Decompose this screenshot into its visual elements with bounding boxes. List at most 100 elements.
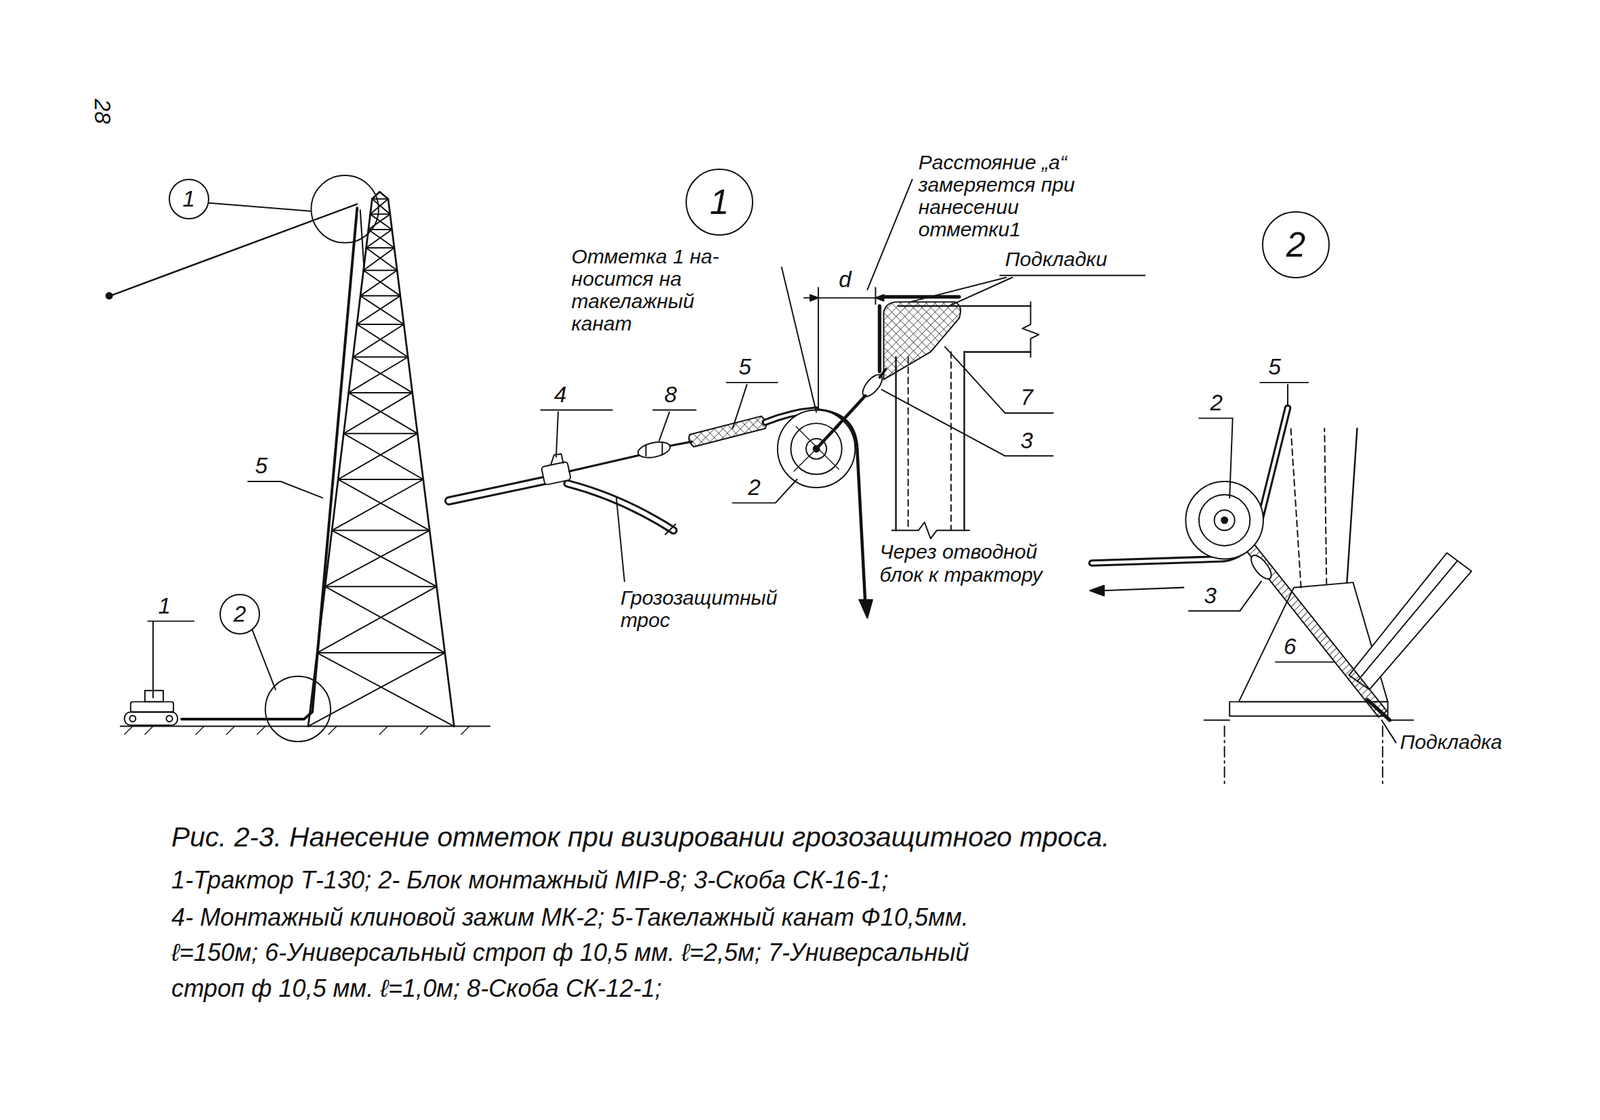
foundation <box>1346 428 1357 583</box>
rigging-rope <box>1102 587 1185 592</box>
leader-line <box>1259 382 1309 407</box>
callout-number: 7 <box>1020 385 1033 410</box>
note-text: Грозозащитный трос <box>620 586 830 632</box>
legend-line: строп ф 10,5 мм. ℓ=1,0м; 8-Скоба СК-12-1… <box>171 975 662 1003</box>
callout-circle: 1 <box>685 168 753 236</box>
legend-line: ℓ=150м; 6-Универсальный строп ф 10,5 мм.… <box>171 939 970 967</box>
shackle <box>670 441 693 446</box>
callout-circle: 1 <box>168 178 210 220</box>
leader-line <box>726 382 778 429</box>
callout-number: 3 <box>1204 583 1217 609</box>
tower-member <box>1022 302 1039 357</box>
detail-marker <box>265 676 331 742</box>
shackle <box>1247 552 1275 582</box>
leader-line <box>147 481 323 698</box>
leader-line <box>867 179 912 290</box>
lattice-tower <box>308 199 454 727</box>
detail-marker <box>310 175 378 243</box>
rigging-rope <box>1089 408 1288 597</box>
detail-marker <box>251 629 276 690</box>
note-text: Подкладка <box>1400 730 1503 754</box>
leader-line <box>944 346 1054 414</box>
rigging-rope <box>1091 408 1288 564</box>
foundation <box>1224 726 1383 786</box>
sling <box>1232 527 1391 721</box>
legend-line: 1-Трактор Т-130; 2- Блок монтажный МІР-8… <box>171 867 889 895</box>
leader-line <box>540 410 612 458</box>
leader-line <box>616 497 625 582</box>
lattice-tower <box>317 199 446 654</box>
detail-marker <box>209 203 311 212</box>
callout-number: 6 <box>1283 634 1296 660</box>
pulley-block <box>1214 510 1235 531</box>
callout-circle: 2 <box>219 594 261 635</box>
ground-line <box>120 726 490 735</box>
rigging-rope <box>181 207 357 720</box>
ground-wire <box>665 524 676 535</box>
leader-line <box>1381 720 1397 744</box>
shackle <box>816 369 886 449</box>
legend-line: 4- Монтажный клиновой зажим МК-2; 5-Таке… <box>171 904 969 932</box>
tower-member <box>892 522 970 539</box>
note-text: Через отводной блок к трактору <box>879 540 1084 586</box>
callout-number: 2 <box>1210 390 1223 416</box>
callout-number: 3 <box>1020 428 1033 454</box>
rigging-rope <box>858 600 873 619</box>
callout-circle: 2 <box>1261 211 1330 279</box>
ground-wire <box>449 480 546 502</box>
shackle <box>816 395 866 449</box>
callout-number: 1 <box>709 184 729 220</box>
callout-number: 4 <box>554 382 567 408</box>
figure-caption: Рис. 2-3. Нанесение отметок при визирова… <box>171 822 1110 853</box>
callout-number: 2 <box>233 602 246 626</box>
dimension-line <box>875 294 884 301</box>
pulley-block <box>1221 517 1228 524</box>
wedge-clamp <box>569 455 641 472</box>
callout-number: 2 <box>1286 227 1306 263</box>
sling <box>879 296 959 372</box>
tractor <box>124 711 178 726</box>
rigging-rope <box>106 292 113 299</box>
note-text: Расстояние „а“ замеряется при нанесении … <box>918 151 1123 242</box>
dimension-line <box>804 287 891 411</box>
callout-number: 8 <box>664 382 677 408</box>
rigging-rope <box>360 209 365 271</box>
dimension-line <box>818 287 876 411</box>
tractor <box>124 690 178 726</box>
leader-line <box>1188 581 1262 612</box>
lattice-tower <box>308 191 454 727</box>
ground-wire <box>567 483 675 531</box>
tower-member <box>898 306 1031 353</box>
wedge-clamp <box>550 453 563 465</box>
leader-line <box>147 621 194 698</box>
leader-line <box>247 481 323 498</box>
pulley-block <box>1185 481 1263 559</box>
sling <box>1367 699 1391 721</box>
ground-line <box>124 726 470 735</box>
leader-line <box>653 410 696 441</box>
sling <box>1232 527 1387 718</box>
rigging-rope <box>688 416 767 448</box>
shackle <box>636 439 693 461</box>
note-text: Отметка 1 на- носится на такелажный кана… <box>571 245 741 336</box>
foundation <box>1348 552 1472 690</box>
leader-line <box>1198 418 1233 498</box>
rigging-rope <box>1089 585 1105 597</box>
sling <box>879 296 961 380</box>
foundation <box>1324 428 1327 585</box>
leader-line <box>540 179 1145 582</box>
tower-member <box>908 352 952 532</box>
callout-number: 5 <box>255 453 268 479</box>
callout-number: 5 <box>1268 354 1281 380</box>
pulley-block <box>1185 481 1263 559</box>
page-number: 28 <box>89 98 114 124</box>
note-text: Подкладки <box>1005 247 1108 271</box>
lattice-tower <box>308 191 454 727</box>
dimension-label: d <box>838 267 851 292</box>
leader-line <box>732 479 798 504</box>
callout-number: 1 <box>182 187 195 210</box>
callout-number: 1 <box>157 594 171 619</box>
leader-line <box>1275 661 1335 664</box>
shackle <box>636 439 672 461</box>
